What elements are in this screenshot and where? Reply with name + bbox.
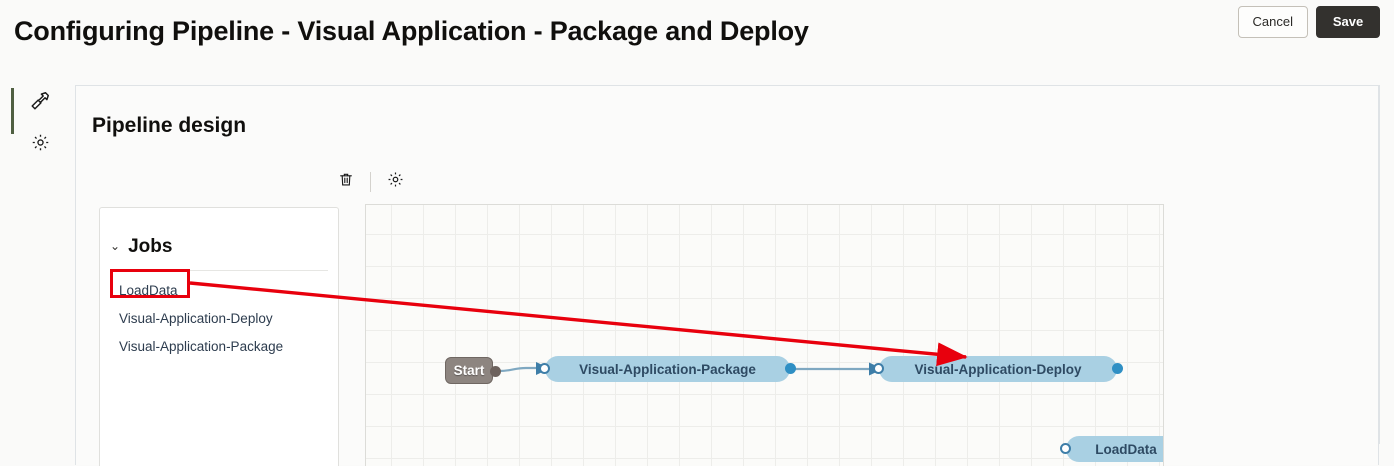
hammer-tool-icon — [29, 90, 51, 117]
canvas-toolbar — [331, 169, 410, 195]
node-output-port[interactable] — [1112, 363, 1123, 374]
node-label: Visual-Application-Deploy — [914, 361, 1082, 377]
pipeline-connections — [498, 362, 883, 376]
card-right-edge — [1379, 85, 1380, 444]
main-card: Pipeline design ⌄ — [75, 85, 1379, 466]
pipeline-canvas[interactable]: Start Visual-Application-Package Visual-… — [365, 204, 1164, 466]
pipeline-node-start[interactable]: Start — [445, 357, 501, 384]
delete-node-button[interactable] — [331, 169, 361, 195]
pipeline-settings-button[interactable] — [380, 169, 410, 195]
page-title: Configuring Pipeline - Visual Applicatio… — [14, 16, 809, 46]
node-input-port[interactable] — [873, 363, 884, 374]
pipeline-node-visual-application-package[interactable]: Visual-Application-Package — [539, 356, 796, 382]
job-list-item-visual-application-package[interactable]: Visual-Application-Package — [119, 339, 284, 354]
jobs-divider — [110, 270, 328, 271]
jobs-section-header[interactable]: ⌄ Jobs — [110, 236, 172, 258]
chevron-down-icon: ⌄ — [110, 239, 121, 253]
section-title: Pipeline design — [92, 114, 247, 137]
rail-selection-indicator — [11, 88, 14, 134]
node-input-port[interactable] — [539, 363, 550, 374]
node-output-port[interactable] — [490, 366, 501, 377]
rail-item-design[interactable] — [24, 87, 56, 119]
gear-icon — [387, 171, 404, 193]
left-rail — [0, 85, 74, 444]
cancel-button[interactable]: Cancel — [1237, 6, 1308, 38]
node-output-port[interactable] — [785, 363, 796, 374]
job-list-item-loaddata[interactable]: LoadData — [119, 283, 178, 298]
toolbar-divider — [370, 172, 371, 192]
jobs-panel: ⌄ Jobs LoadData Visual-Application-Deplo… — [99, 207, 339, 466]
node-input-port[interactable] — [1060, 443, 1071, 454]
trash-icon — [338, 171, 354, 193]
pipeline-node-visual-application-deploy[interactable]: Visual-Application-Deploy — [873, 356, 1123, 382]
gear-icon — [31, 133, 50, 157]
node-label: Start — [453, 363, 485, 378]
job-list-item-visual-application-deploy[interactable]: Visual-Application-Deploy — [119, 311, 273, 326]
save-button[interactable]: Save — [1316, 6, 1380, 38]
rail-item-settings[interactable] — [24, 129, 56, 161]
node-label: Visual-Application-Package — [579, 361, 756, 377]
pipeline-node-loaddata[interactable]: LoadData — [1060, 436, 1163, 462]
header-actions: Cancel Save — [1237, 6, 1380, 38]
jobs-title: Jobs — [128, 236, 173, 257]
